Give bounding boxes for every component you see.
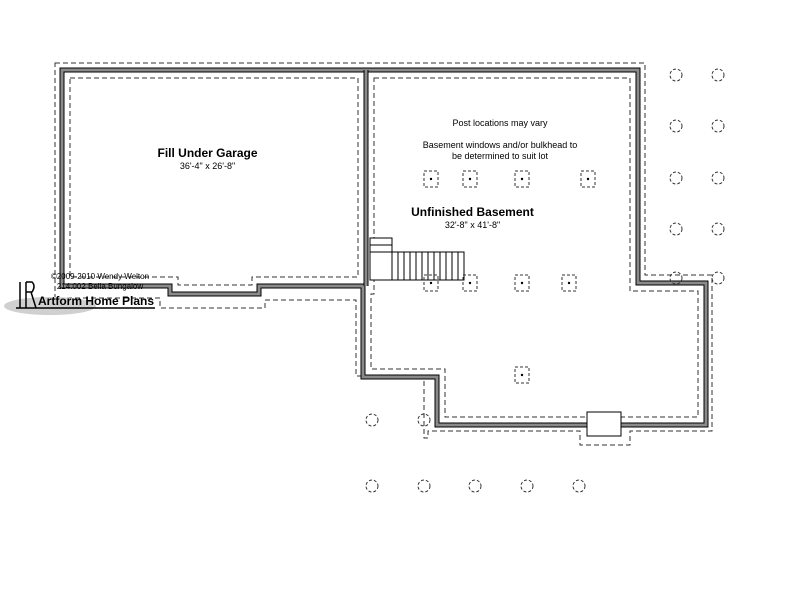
garage-dimensions: 36'-4" x 26'-8" xyxy=(179,161,236,171)
brand-name: Artform Home Plans xyxy=(38,294,155,308)
posts-note: Post locations may vary xyxy=(452,118,548,128)
windows-note-line1: Basement windows and/or bulkhead to xyxy=(422,140,578,150)
pier xyxy=(365,479,379,493)
pier xyxy=(669,119,683,133)
artform-logo-icon xyxy=(16,281,155,309)
basement-dimensions: 32'-8" x 41'-8" xyxy=(444,220,501,230)
exterior-piers xyxy=(365,68,725,493)
support-post xyxy=(423,274,439,292)
pier xyxy=(669,271,683,285)
bulkhead xyxy=(586,411,622,437)
support-post xyxy=(462,274,478,292)
copyright-text: ©2009-2010 Wendy Welton xyxy=(50,272,150,281)
pier xyxy=(711,68,725,82)
support-post xyxy=(462,170,478,188)
support-post xyxy=(514,274,530,292)
pier xyxy=(520,479,534,493)
support-post xyxy=(561,274,577,292)
pier xyxy=(711,119,725,133)
support-post xyxy=(514,170,530,188)
pier xyxy=(711,222,725,236)
garage-title: Fill Under Garage xyxy=(157,146,258,160)
plan-name-text: 214.002 Bella Bungalow xyxy=(56,282,144,291)
pier xyxy=(365,413,379,427)
support-posts xyxy=(423,170,596,384)
pier xyxy=(711,271,725,285)
basement-stairs xyxy=(369,237,465,281)
support-post xyxy=(423,170,439,188)
support-post xyxy=(514,366,530,384)
pier xyxy=(468,479,482,493)
footing-outline-outer xyxy=(54,62,713,446)
pier xyxy=(417,413,431,427)
basement-title: Unfinished Basement xyxy=(411,205,534,219)
support-post xyxy=(580,170,596,188)
post-centres xyxy=(429,177,590,377)
foundation-wall-fill xyxy=(60,68,708,427)
pier xyxy=(669,68,683,82)
pier xyxy=(669,222,683,236)
pier xyxy=(669,171,683,185)
pier xyxy=(572,479,586,493)
logo-shadow xyxy=(4,297,96,315)
garage-inner-dashed xyxy=(69,77,359,286)
windows-note-line2: be determined to suit lot xyxy=(451,151,549,161)
pier xyxy=(711,171,725,185)
basement-inner-dashed xyxy=(370,77,699,418)
pier xyxy=(417,479,431,493)
